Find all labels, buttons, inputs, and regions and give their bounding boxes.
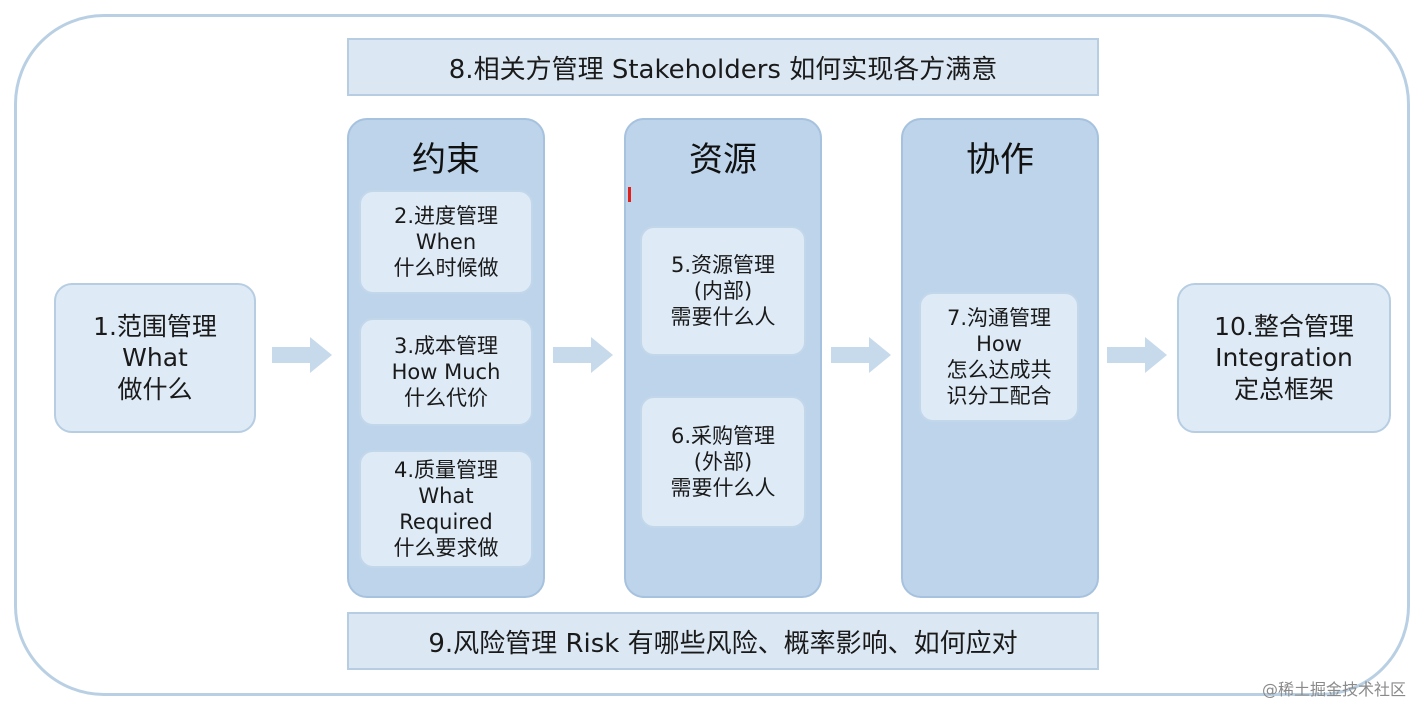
scope-management-box: 1.范围管理 What 做什么 — [54, 283, 256, 433]
quality-line-4: 什么要求做 — [393, 536, 499, 561]
stakeholders-banner-text: 8.相关方管理 Stakeholders 如何实现各方满意 — [448, 54, 998, 85]
arrow-right-icon — [553, 337, 613, 373]
cost-line-1: 3.成本管理 — [393, 333, 499, 358]
cost-line-2: How Much — [391, 359, 501, 384]
resource-line-3: 需要什么人 — [670, 305, 776, 330]
resource-management-box: 5.资源管理 (内部) 需要什么人 — [640, 226, 806, 356]
risk-banner-text: 9.风险管理 Risk 有哪些风险、概率影响、如何应对 — [428, 628, 1018, 659]
integration-line-1: 10.整合管理 — [1214, 312, 1354, 342]
collaboration-column-title: 协作 — [966, 140, 1034, 180]
schedule-line-3: 什么时候做 — [393, 256, 499, 281]
communication-line-2: How — [976, 331, 1022, 356]
communication-management-box: 7.沟通管理 How 怎么达成共 识分工配合 — [919, 292, 1079, 422]
risk-banner: 9.风险管理 Risk 有哪些风险、概率影响、如何应对 — [347, 612, 1099, 670]
resource-line-1: 5.资源管理 — [670, 252, 776, 277]
scope-line-2: What — [122, 343, 188, 373]
scope-line-3: 做什么 — [117, 374, 193, 404]
integration-management-box: 10.整合管理 Integration 定总框架 — [1177, 283, 1391, 433]
resource-column: 资源 5.资源管理 (内部) 需要什么人 6.采购管理 (外部) 需要什么人 — [624, 118, 822, 598]
schedule-line-1: 2.进度管理 — [393, 203, 499, 228]
cost-line-3: 什么代价 — [404, 386, 488, 411]
arrow-right-icon — [831, 337, 891, 373]
communication-line-1: 7.沟通管理 — [946, 305, 1052, 330]
constraint-column-title: 约束 — [412, 140, 480, 180]
quality-line-3: Required — [399, 510, 493, 534]
procurement-line-2: (外部) — [693, 449, 753, 474]
stakeholders-banner: 8.相关方管理 Stakeholders 如何实现各方满意 — [347, 38, 1099, 96]
arrow-right-icon — [272, 337, 332, 373]
resource-line-2: (内部) — [693, 278, 753, 303]
procurement-line-1: 6.采购管理 — [670, 423, 776, 448]
collaboration-column: 协作 7.沟通管理 How 怎么达成共 识分工配合 — [901, 118, 1099, 598]
schedule-management-box: 2.进度管理 When 什么时候做 — [359, 190, 533, 294]
constraint-column: 约束 2.进度管理 When 什么时候做 3.成本管理 How Much 什么代… — [347, 118, 545, 598]
procurement-line-3: 需要什么人 — [670, 476, 776, 501]
integration-line-3: 定总框架 — [1233, 374, 1334, 404]
procurement-management-box: 6.采购管理 (外部) 需要什么人 — [640, 396, 806, 528]
red-cursor-mark — [628, 187, 631, 202]
resource-column-title: 资源 — [689, 140, 757, 180]
communication-line-3: 怎么达成共 — [946, 358, 1052, 382]
cost-management-box: 3.成本管理 How Much 什么代价 — [359, 318, 533, 426]
scope-line-1: 1.范围管理 — [93, 312, 217, 342]
integration-line-2: Integration — [1215, 343, 1353, 373]
quality-line-1: 4.质量管理 — [393, 457, 499, 482]
communication-line-4: 识分工配合 — [946, 384, 1052, 409]
watermark: @稀土掘金技术社区 — [1261, 680, 1406, 699]
quality-line-2: What — [418, 483, 474, 508]
arrow-right-icon — [1107, 337, 1167, 373]
quality-management-box: 4.质量管理 What Required 什么要求做 — [359, 450, 533, 568]
schedule-line-2: When — [415, 229, 477, 254]
outer-frame — [14, 14, 1410, 696]
